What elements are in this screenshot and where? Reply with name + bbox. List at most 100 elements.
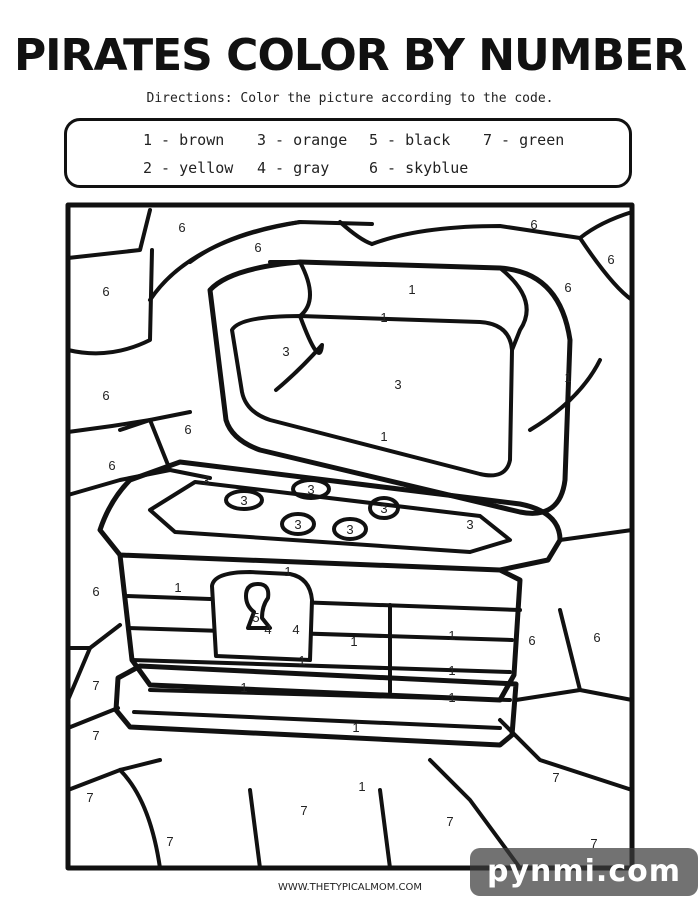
lid-inner-shade xyxy=(274,314,324,392)
stone-line xyxy=(378,788,392,870)
number-label: 6 xyxy=(108,458,115,473)
color-legend: 1 - brown 2 - yellow 3 - orange 4 - gray… xyxy=(64,118,632,188)
coin xyxy=(332,517,368,541)
body-plank xyxy=(124,594,522,612)
number-label: 7 xyxy=(166,834,173,849)
coin xyxy=(280,512,316,536)
chest-opening xyxy=(148,480,512,554)
number-label: 3 xyxy=(346,522,353,537)
number-label: 1 xyxy=(240,680,247,695)
stone-line xyxy=(118,768,162,870)
number-label: 1 xyxy=(448,628,455,643)
number-label: 1 xyxy=(448,690,455,705)
stone-line xyxy=(66,418,152,434)
number-label: 6 xyxy=(102,284,109,299)
number-label: 6 xyxy=(184,422,191,437)
stone-line xyxy=(558,528,634,542)
legend-item-black: 5 - black xyxy=(369,131,451,149)
number-label: 1 xyxy=(298,653,305,668)
legend-item-yellow: 2 - yellow xyxy=(143,159,234,177)
chest-body xyxy=(117,552,523,703)
keyhole xyxy=(244,582,272,630)
legend-item-brown: 1 - brown xyxy=(143,131,225,149)
number-label: 7 xyxy=(552,770,559,785)
number-label: 6 xyxy=(254,240,261,255)
stone-line xyxy=(66,706,120,730)
number-label: 1 xyxy=(448,663,455,678)
lid-band xyxy=(268,260,312,318)
stone-line xyxy=(514,688,634,702)
number-label: 3 xyxy=(294,517,301,532)
stone-line xyxy=(118,410,192,432)
stone-line xyxy=(66,468,212,497)
number-label: 4 xyxy=(264,622,271,637)
number-label: 1 xyxy=(358,779,365,794)
number-label: 3 xyxy=(240,493,247,508)
base-plank xyxy=(132,710,502,730)
number-label: 1 xyxy=(174,580,181,595)
chest-lid-inner xyxy=(230,314,514,478)
stone-line xyxy=(66,623,122,650)
stone-line xyxy=(248,788,262,870)
region-numbers: 6 6 6 6 6 6 1 1 3 3 1 6 6 1 6 3 3 3 3 3 … xyxy=(86,217,614,851)
stone-line xyxy=(498,718,634,792)
page-title: PIRATES COLOR BY NUMBER xyxy=(13,30,687,81)
watermark: pynmi.com xyxy=(470,848,698,896)
body-plank xyxy=(126,626,514,642)
directions-text: Directions: Color the picture according … xyxy=(146,91,554,106)
stone-line xyxy=(338,220,374,246)
number-label: 3 xyxy=(202,473,209,488)
stone-line xyxy=(370,224,582,246)
number-label: 3 xyxy=(394,377,401,392)
number-label: 4 xyxy=(292,622,299,637)
number-label: 6 xyxy=(178,220,185,235)
stone-line xyxy=(528,358,602,432)
number-label: 6 xyxy=(528,633,535,648)
number-label: 1 xyxy=(564,370,571,385)
footer-site: WWW.THETYPICALMOM.COM xyxy=(277,882,423,893)
coin xyxy=(291,478,331,500)
number-label: 7 xyxy=(92,678,99,693)
number-label: 7 xyxy=(92,728,99,743)
legend-item-orange: 3 - orange xyxy=(257,131,348,149)
number-label: 1 xyxy=(284,564,291,579)
legend-item-gray: 4 - gray xyxy=(257,159,330,177)
stone-line xyxy=(428,758,522,870)
stone-line xyxy=(578,236,634,302)
chest-rim xyxy=(97,459,563,573)
number-label: 1 xyxy=(350,634,357,649)
lid-edge xyxy=(208,288,228,422)
stone-line xyxy=(578,210,634,240)
stone-line xyxy=(66,208,152,260)
body-plank xyxy=(130,658,512,674)
number-label: 3 xyxy=(307,482,314,497)
stone-line xyxy=(66,758,162,792)
number-label: 7 xyxy=(86,790,93,805)
base-plank xyxy=(148,688,512,702)
legend-item-green: 7 - green xyxy=(483,131,565,149)
coin xyxy=(368,496,400,520)
number-label: 6 xyxy=(102,388,109,403)
number-label: 6 xyxy=(593,630,600,645)
chest-lid xyxy=(207,259,573,516)
number-label: 3 xyxy=(282,344,289,359)
stone-line xyxy=(66,248,154,356)
number-label: 5 xyxy=(252,610,259,625)
number-label: 1 xyxy=(408,282,415,297)
lid-band-right xyxy=(498,266,529,352)
number-label: 1 xyxy=(380,310,387,325)
chest-base xyxy=(113,663,519,748)
number-label: 7 xyxy=(446,814,453,829)
number-label: 7 xyxy=(300,803,307,818)
number-label: 3 xyxy=(380,501,387,516)
number-label: 6 xyxy=(564,280,571,295)
stone-line xyxy=(188,220,302,264)
number-label: 6 xyxy=(607,252,614,267)
number-label: 7 xyxy=(590,836,597,851)
number-label: 6 xyxy=(92,584,99,599)
stone-line xyxy=(66,646,92,702)
coin xyxy=(224,489,264,511)
stone-line xyxy=(558,608,582,692)
number-label: 1 xyxy=(380,429,387,444)
